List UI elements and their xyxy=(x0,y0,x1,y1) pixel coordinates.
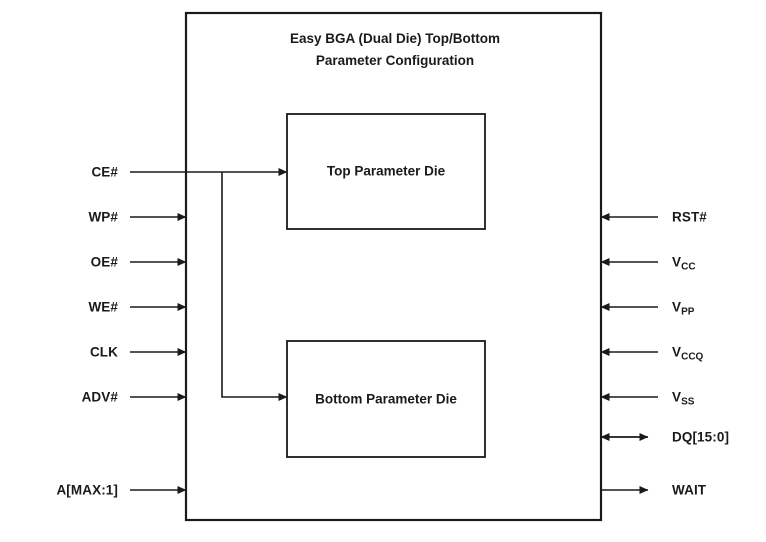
signal-label-we: WE# xyxy=(88,299,118,315)
signal-label-vcc-sub: CC xyxy=(681,261,696,273)
top-parameter-die-label: Top Parameter Die xyxy=(326,163,446,179)
signal-label-a-max-1: A[MAX:1] xyxy=(56,482,118,498)
signal-label-dq: DQ[15:0] xyxy=(672,430,729,445)
signal-label-oe: OE# xyxy=(90,254,118,270)
signal-label-vcc-base: V xyxy=(672,254,682,270)
signal-label-vpp-sub: PP xyxy=(681,306,695,318)
diagram-title: Easy BGA (Dual Die) Top/Bottom Parameter… xyxy=(200,28,590,72)
signal-line-ce xyxy=(130,168,288,401)
bottom-parameter-die-box xyxy=(286,340,486,458)
signal-label-vss-sub: SS xyxy=(681,396,695,408)
signal-label-wait-base: WAIT xyxy=(672,482,707,498)
signal-label-wait: WAIT xyxy=(672,483,706,498)
bottom-parameter-die-label: Bottom Parameter Die xyxy=(315,391,457,407)
signal-label-vcc: VCC xyxy=(672,254,696,273)
top-parameter-die-box xyxy=(286,113,486,230)
signal-label-adv: ADV# xyxy=(81,389,118,405)
signal-label-dq-base: DQ[15:0] xyxy=(672,429,730,445)
signal-label-vss-base: V xyxy=(672,389,682,405)
signal-label-rst: RST# xyxy=(672,210,707,225)
signal-label-vccq: VCCQ xyxy=(672,344,704,363)
diagram-title-line-2: Parameter Configuration xyxy=(315,53,475,68)
signal-label-vccq-sub: CCQ xyxy=(681,351,704,363)
signal-label-wp: WP# xyxy=(88,209,118,225)
signal-label-vss: VSS xyxy=(672,389,695,408)
signal-label-vccq-base: V xyxy=(672,344,682,360)
signal-label-clk: CLK xyxy=(89,344,118,360)
diagram-title-line-1: Easy BGA (Dual Die) Top/Bottom xyxy=(289,31,500,46)
signal-label-rst-base: RST# xyxy=(672,209,707,225)
signal-label-vpp: VPP xyxy=(672,299,695,318)
signal-label-vpp-base: V xyxy=(672,299,682,315)
signal-label-ce: CE# xyxy=(91,164,118,180)
